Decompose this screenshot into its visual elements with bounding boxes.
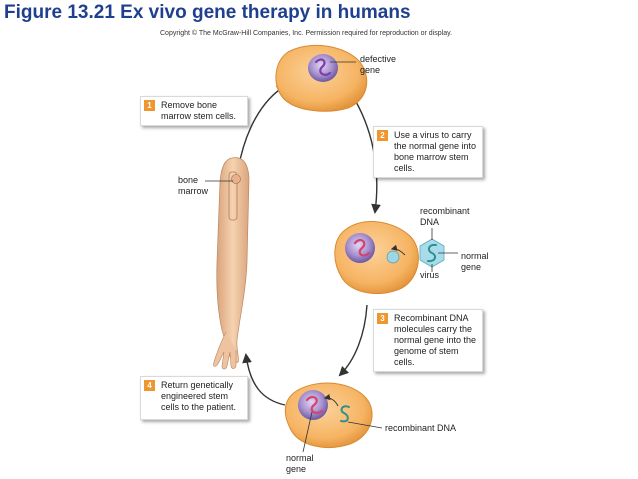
step-4-text: Return genetically engineered stem cells… bbox=[161, 380, 237, 412]
step-1-text: Remove bone marrow stem cells. bbox=[161, 100, 237, 121]
bone-marrow-site bbox=[228, 171, 238, 221]
step-4-number: 4 bbox=[144, 380, 155, 391]
arrow-step-4 bbox=[242, 353, 286, 406]
defective-gene-strand bbox=[314, 58, 332, 76]
arm-illustration bbox=[213, 157, 250, 370]
normal-gene-leader-bottom bbox=[302, 411, 313, 453]
label-bone-marrow: bone marrow bbox=[178, 175, 209, 196]
recombinant-dna-leader-bottom bbox=[347, 421, 383, 429]
recombinant-dna-strand bbox=[340, 405, 350, 423]
step-2-number: 2 bbox=[377, 130, 388, 141]
step-3-text: Recombinant DNA molecules carry the norm… bbox=[394, 313, 477, 367]
nucleus bbox=[345, 233, 375, 263]
figure-title: Figure 13.21 Ex vivo gene therapy in hum… bbox=[4, 2, 411, 23]
step-4-box: 4 Return genetically engineered stem cel… bbox=[140, 376, 248, 420]
stem-cell-infection bbox=[334, 221, 445, 294]
step-1-number: 1 bbox=[144, 100, 155, 111]
label-recombinant-dna-bottom: recombinant DNA bbox=[385, 423, 457, 433]
step-2-box: 2 Use a virus to carry the normal gene i… bbox=[373, 126, 483, 178]
normal-gene-strand bbox=[427, 243, 437, 263]
label-normal-gene-bottom: normal gene bbox=[286, 453, 314, 474]
arrow-step-1 bbox=[237, 84, 287, 171]
step-3-box: 3 Recombinant DNA molecules carry the no… bbox=[373, 309, 483, 372]
normal-gene-strand bbox=[305, 396, 324, 414]
step-2-text: Use a virus to carry the normal gene int… bbox=[394, 130, 477, 173]
stem-cell-defective bbox=[275, 44, 368, 112]
label-normal-gene-right: normal gene bbox=[461, 251, 489, 272]
stem-cell-engineered bbox=[284, 382, 373, 448]
step-1-box: 1 Remove bone marrow stem cells. bbox=[140, 96, 248, 126]
label-defective-gene: defective gene bbox=[360, 54, 397, 75]
step-3-number: 3 bbox=[377, 313, 388, 324]
arrow-step-3 bbox=[338, 304, 368, 377]
nucleus bbox=[308, 54, 338, 82]
label-virus: virus bbox=[420, 270, 440, 280]
vesicle bbox=[386, 250, 400, 264]
label-recombinant-dna-top: recombinant DNA bbox=[420, 206, 470, 227]
copyright-notice: Copyright © The McGraw-Hill Companies, I… bbox=[160, 30, 453, 37]
dna-strand bbox=[353, 239, 371, 257]
